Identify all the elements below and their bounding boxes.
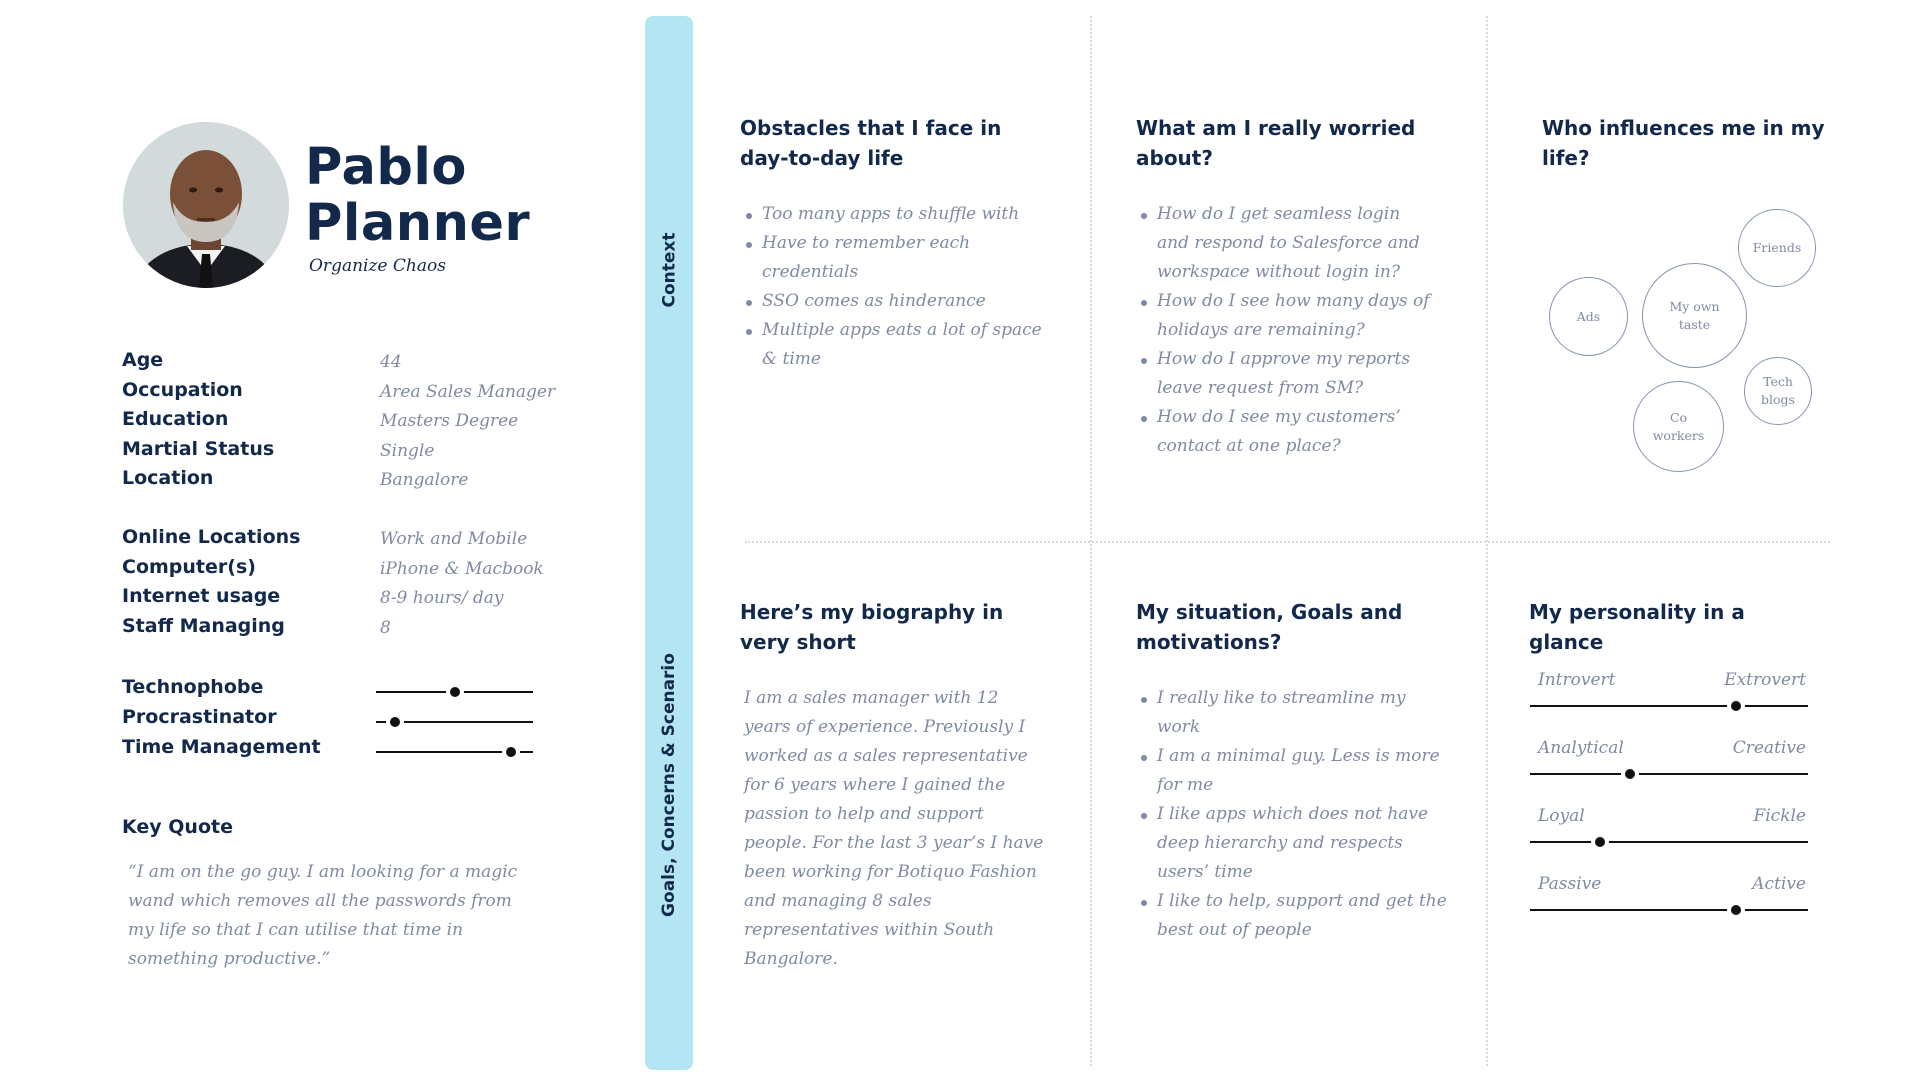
list-item: How do I get seamless login and respond … [1137,200,1437,287]
personality-scale-passive-active: Passive Active [1530,874,1808,942]
worries-list: How do I get seamless login and respond … [1137,200,1437,461]
personality-slider [1530,701,1808,711]
trait-slider [376,717,533,727]
scale-left-label: Passive [1538,874,1602,894]
biography-heading: Here’s my biography in very short [740,600,1004,654]
slider-track [1530,909,1808,911]
slider-track [1530,841,1808,843]
persona-tagline: Organize Chaos [309,256,446,276]
goals-concerns-label-text: Goals, Concerns & Scenario [659,653,679,917]
detail-value: Single [380,440,435,461]
detail-value: 8-9 hours/ day [380,588,504,608]
personality-slider [1530,769,1808,779]
list-item: I am a minimal guy. Less is more for me [1137,742,1447,800]
scale-left-label: Loyal [1538,806,1585,826]
influence-bubble-my-own-taste: My own taste [1642,263,1747,368]
personality-slider [1530,837,1808,847]
detail-label: Staff Managing [122,614,285,637]
detail-label: Computer(s) [122,555,256,578]
personality-scale-loyal-fickle: Loyal Fickle [1530,806,1808,874]
trait-slider [376,747,533,757]
obstacles-heading: Obstacles that I face in day-to-day life [740,116,1002,170]
influence-bubble-co-workers: Co workers [1633,381,1724,472]
personality-slider [1530,905,1808,915]
slider-knob [1594,837,1605,847]
influence-bubble-tech-blogs: Tech blogs [1744,357,1812,425]
slider-knob [1730,701,1741,711]
detail-value: Work and Mobile [380,529,528,549]
scale-right-label: Fickle [1753,806,1806,826]
slider-knob [1730,905,1741,915]
goals-concerns-label: Goals, Concerns & Scenario [645,640,693,930]
trait-slider [376,687,533,697]
list-item: How do I see my customers’ contact at on… [1137,403,1437,461]
detail-label: Age [122,349,164,371]
goals-list: I really like to streamline my work I am… [1137,684,1447,945]
scale-left-label: Analytical [1538,738,1624,758]
personality-scale-analytical-creative: Analytical Creative [1530,738,1808,806]
influence-bubble-ads: Ads [1549,277,1628,356]
list-item: I like apps which does not have deep hie… [1137,800,1447,887]
list-item: Multiple apps eats a lot of space & time [742,316,1042,374]
scale-left-label: Introvert [1538,670,1616,690]
scale-right-label: Active [1752,874,1806,894]
scale-right-label: Extrovert [1724,670,1806,690]
personality-heading: My personality in a glance [1529,600,1745,654]
detail-label: Location [122,467,214,489]
biography-text: I am a sales manager with 12 years of ex… [744,688,1044,969]
context-label: Context [645,170,693,370]
detail-value: Masters Degree [380,411,519,431]
list-item: How do I approve my reports leave reques… [1137,345,1437,403]
slider-knob [389,717,400,727]
slider-knob [506,747,517,757]
trait-label: Technophobe [122,676,264,698]
list-item: I really like to streamline my work [1137,684,1447,742]
goals-heading: My situation, Goals and motivations? [1136,600,1403,654]
slider-track [1530,773,1808,775]
key-quote-heading: Key Quote [122,816,233,838]
personality-scales: Introvert Extrovert Analytical Creative … [1530,670,1808,942]
slider-track [1530,705,1808,707]
persona-name: Pablo Planner [305,140,530,252]
persona-last-name: Planner [305,194,531,253]
personality-scale-introvert-extrovert: Introvert Extrovert [1530,670,1808,738]
list-item: How do I see how many days of holidays a… [1137,287,1437,345]
list-item: Too many apps to shuffle with [742,200,1042,229]
slider-track [376,751,533,753]
persona-first-name: Pablo [305,138,467,197]
slider-knob [449,687,460,697]
list-item: Have to remember each credentials [742,229,1042,287]
trait-label: Time Management [122,736,321,758]
detail-label: Internet usage [122,585,281,607]
list-item: SSO comes as hinderance [742,287,1042,316]
detail-value: 44 [380,352,402,372]
detail-value: 8 [380,617,391,638]
influences-heading: Who influences me in my life? [1542,116,1825,170]
detail-value: Bangalore [380,470,469,490]
scale-right-label: Creative [1732,738,1806,758]
section-sidebar-bar [645,16,693,1070]
detail-value: iPhone & Macbook [380,558,544,579]
detail-label: Occupation [122,378,243,401]
row-divider [745,541,1830,543]
slider-knob [1625,769,1636,779]
context-label-text: Context [659,232,680,308]
detail-value: Area Sales Manager [380,381,556,402]
detail-label: Education [122,408,229,430]
obstacles-list: Too many apps to shuffle with Have to re… [742,200,1042,374]
key-quote-text: “I am on the go guy. I am looking for a … [128,862,518,969]
trait-label: Procrastinator [122,706,277,728]
person-portrait-icon [123,122,289,288]
detail-label: Martial Status [122,437,275,460]
avatar [123,122,289,288]
worries-heading: What am I really worried about? [1136,116,1416,170]
slider-track [376,721,533,723]
detail-label: Online Locations [122,526,301,548]
list-item: I like to help, support and get the best… [1137,887,1447,945]
influence-bubble-friends: Friends [1738,209,1816,287]
